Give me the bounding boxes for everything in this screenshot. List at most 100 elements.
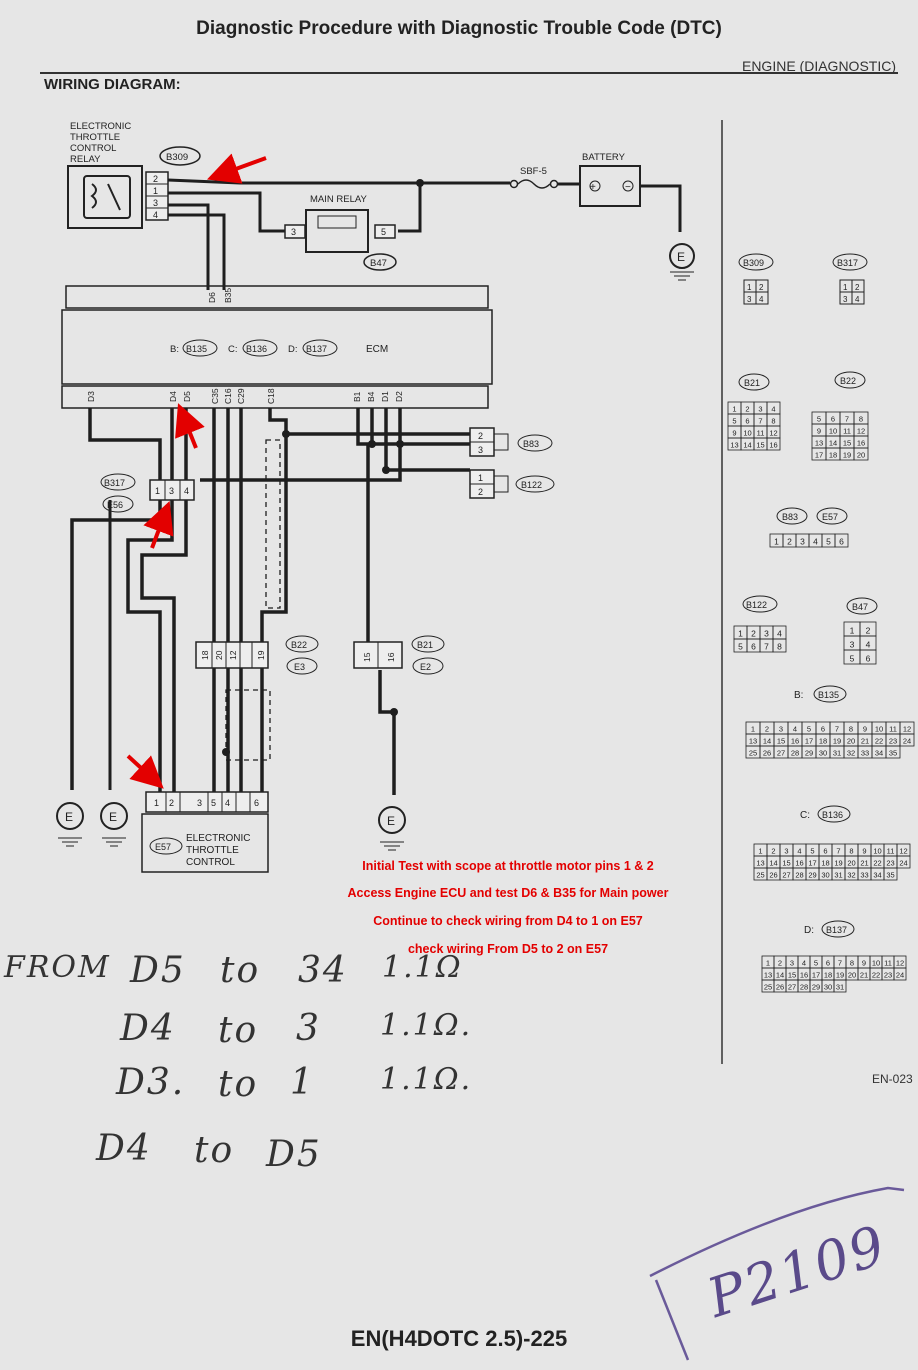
pin-number: 15 (788, 971, 796, 980)
b21-label: B21 (417, 640, 433, 650)
pin-number: 29 (805, 749, 813, 758)
pin-number: 5 (850, 654, 855, 664)
pin-number: 33 (861, 749, 869, 758)
throttle-label-3: CONTROL (186, 857, 235, 868)
ground-left-1: E (56, 802, 84, 847)
arrow-relay (206, 153, 267, 184)
ecm-pin-d1: D1 (380, 391, 390, 402)
pin-number: 20 (848, 971, 856, 980)
pin-number: 6 (831, 415, 835, 424)
pin-number: 5 (810, 847, 814, 856)
b317-pin-3: 3 (169, 486, 174, 496)
pin-number: 12 (899, 847, 907, 856)
pin-number: 6 (751, 642, 756, 652)
pin-number: 12 (903, 725, 911, 734)
pin-number: 10 (743, 429, 751, 438)
pin-number: 23 (884, 971, 892, 980)
ecm-pin-b1: B1 (352, 391, 362, 402)
relay-pin-2: 2 (153, 174, 158, 184)
page-code: EN-023 (872, 1072, 913, 1086)
svg-text:D:: D: (804, 925, 814, 936)
pin-number: 23 (889, 737, 897, 746)
pin-number: 16 (857, 439, 865, 448)
pin-number: 31 (836, 983, 844, 992)
b22-connector: 18 20 12 19 B22 E3 (195, 635, 319, 675)
pin-number: 17 (805, 737, 813, 746)
hand-r1-d: 34 (298, 950, 348, 991)
e57-pin-1: 1 (154, 798, 159, 808)
pin-number: 27 (788, 983, 796, 992)
pin-number: 4 (771, 405, 775, 414)
ground-label: E (677, 250, 685, 264)
view-b135-label: B135 (818, 690, 839, 700)
relay-pin-4: 4 (153, 210, 158, 220)
pin-number: 31 (833, 749, 841, 758)
pin-number: 6 (826, 959, 830, 968)
e57-pin-2: 2 (169, 798, 174, 808)
ecm-b137: B137 (306, 344, 327, 354)
svg-text:+: + (590, 182, 596, 193)
pin-number: 18 (821, 859, 829, 868)
pin-cell (853, 447, 869, 461)
pin-number: 9 (862, 959, 866, 968)
power-wires (167, 178, 682, 290)
pin-number: 21 (860, 971, 868, 980)
b122-pin-2: 2 (478, 487, 483, 497)
page-subtitle: ENGINE (DIAGNOSTIC) (741, 58, 896, 74)
pin-number: 28 (800, 983, 808, 992)
throttle-label-1: ELECTRONIC (186, 833, 250, 844)
main-relay-label: MAIN RELAY (310, 194, 368, 205)
pin-number: 7 (764, 642, 769, 652)
pin-number: 13 (756, 859, 764, 868)
pin-number: 6 (745, 417, 749, 426)
pin-number: 4 (813, 537, 818, 547)
pin-number: 30 (824, 983, 832, 992)
e57-pin-5: 5 (211, 798, 216, 808)
ecm-pin-c29: C29 (236, 388, 246, 404)
ecm-block: D6 B35 B: B135 C: B136 D: B137 ECM (61, 285, 493, 409)
pin-number: 20 (847, 737, 855, 746)
e57-pin-4: 4 (225, 798, 230, 808)
relay-pin-1: 1 (153, 186, 158, 196)
ecm-label: ECM (366, 344, 388, 355)
hand-r2-e: 1.1Ω. (380, 1008, 473, 1043)
svg-text:2: 2 (759, 283, 764, 292)
pin-number: 10 (873, 847, 881, 856)
battery: BATTERY + − (579, 152, 641, 207)
note-4: check wiring From D5 to 2 on E57 (407, 942, 609, 956)
main-relay: MAIN RELAY 3 5 B47 (284, 194, 397, 271)
view-b122-label: B122 (746, 600, 767, 610)
pin-number: 33 (860, 871, 868, 880)
pin-number: 2 (765, 725, 769, 734)
b317-pin-1: 1 (155, 486, 160, 496)
header-rule (40, 72, 898, 74)
pin-number: 19 (834, 859, 842, 868)
pin-cell (883, 867, 898, 881)
pin-number: 2 (751, 629, 756, 639)
b317-pin-4: 4 (184, 486, 189, 496)
ecm-b136: B136 (246, 344, 267, 354)
pin-number: 30 (819, 749, 827, 758)
b122-pin-1: 1 (478, 473, 483, 483)
fuse-label: SBF-5 (520, 166, 547, 177)
pin-number: 27 (782, 871, 790, 880)
relay-label-1: ELECTRONIC (70, 121, 131, 132)
pin-number: 14 (743, 441, 751, 450)
b83-pin-2: 2 (478, 431, 483, 441)
pin-number: 6 (839, 537, 844, 547)
pin-number: 28 (791, 749, 799, 758)
battery-label: BATTERY (582, 152, 626, 163)
throttle-relay: ELECTRONIC THROTTLE CONTROL RELAY 2 1 3 … (67, 121, 201, 229)
pin-number: 32 (847, 749, 855, 758)
b122-connector: 1 2 B122 (469, 469, 555, 499)
relay-label-4: RELAY (70, 154, 101, 165)
pin-number: 18 (819, 737, 827, 746)
pin-number: 31 (834, 871, 842, 880)
b309-connector-label: B309 (166, 152, 188, 163)
e57-label: E57 (155, 842, 171, 852)
hand-r2-b: D4 (120, 1008, 176, 1049)
pin-number: 4 (866, 640, 871, 650)
pin-number: 8 (849, 847, 853, 856)
